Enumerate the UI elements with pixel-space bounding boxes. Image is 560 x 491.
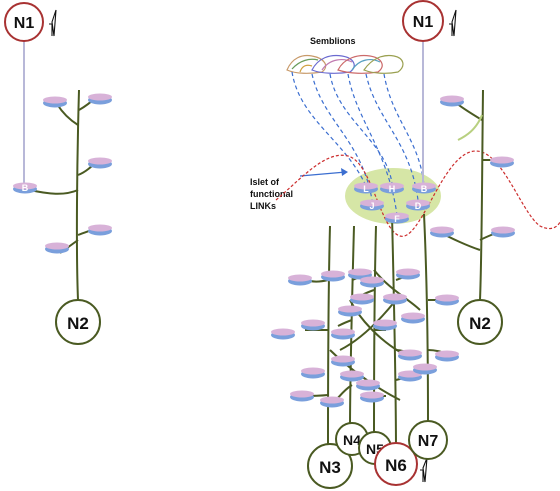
right-panel: Semblions Islet of functional L [250,0,560,489]
neuron-n1-right[interactable]: N1 [402,0,444,42]
islet-label-line1: Islet of [250,177,280,187]
spine-label-l: L [363,184,369,194]
spine-f: F [385,212,409,224]
spine-d: D [406,199,430,211]
spine [320,396,344,408]
neuron-n7[interactable]: N7 [408,420,448,460]
spine [383,293,407,305]
islet-arrowhead [341,168,348,176]
spine [435,350,459,362]
spike-icon [420,457,428,483]
spike-icon [449,9,457,37]
neuron-n2-left[interactable]: N2 [55,299,101,345]
semblion-loops [286,54,404,74]
spine-label-j: J [369,201,374,211]
neuron-n6[interactable]: N6 [374,442,418,486]
islet-spines: L H B J D F [354,182,436,224]
islet-arrow [299,171,347,177]
semblions-label: Semblions [310,36,356,46]
spine-label-h: H [389,184,396,194]
wave [275,150,560,237]
semblion-links [291,71,425,216]
spine-label-b-right: B [421,184,428,194]
neuron-label-n6: N6 [385,456,407,475]
spine [360,391,384,403]
left-panel: B N1 N2 [4,2,112,345]
spines-right [271,95,515,408]
spine [350,293,374,305]
neuron-n2-right[interactable]: N2 [457,299,503,345]
dendrite-tree-left [29,89,98,301]
spine [331,328,355,340]
neuron-label-n4: N4 [343,432,361,448]
spine-l: L [354,182,378,194]
spine [290,390,314,402]
spine [398,349,422,361]
spine [396,268,420,280]
neuron-label-n3: N3 [319,458,341,477]
dendrite-tree-n2-right [439,89,499,301]
spine-label-b-left: B [22,183,29,193]
islet-label-line2: functional [250,189,293,199]
islet-label-line3: LINKs [250,201,276,211]
neuron-label-n1-right: N1 [413,14,434,31]
spine-h: H [380,182,404,194]
spine [356,379,380,391]
spines-left: B [13,93,112,254]
neuron-label-n2-right: N2 [469,314,491,333]
spine [271,328,295,340]
spine-j: J [360,199,384,211]
spine [301,319,325,331]
neuron-label-n2-left: N2 [67,314,89,333]
spine [401,312,425,324]
spine [491,226,515,238]
spine-label-f: F [394,214,400,224]
spine [373,319,397,331]
dendrite-trees-lower [302,213,449,456]
neuron-label-n7: N7 [418,433,439,450]
spine [360,276,384,288]
spine [430,226,454,238]
spine [88,224,112,236]
neuron-n1-left[interactable]: N1 [4,2,44,42]
spine [88,157,112,169]
spine-label-d: D [415,201,422,211]
spine [321,270,345,282]
spine [435,294,459,306]
spine [288,274,312,286]
spine [43,96,67,108]
spine [88,93,112,105]
spine [301,367,325,379]
spine [440,95,464,107]
spine [338,305,362,317]
spine-b-right: B [412,182,436,194]
spine-b-left: B [13,182,37,194]
spine [331,355,355,367]
spike-icon [49,9,57,37]
neuron-n3[interactable]: N3 [307,443,353,489]
spine [490,156,514,168]
spine [45,242,69,254]
spine [340,370,364,382]
spine [413,363,437,375]
neuron-label-n1-left: N1 [14,15,35,32]
